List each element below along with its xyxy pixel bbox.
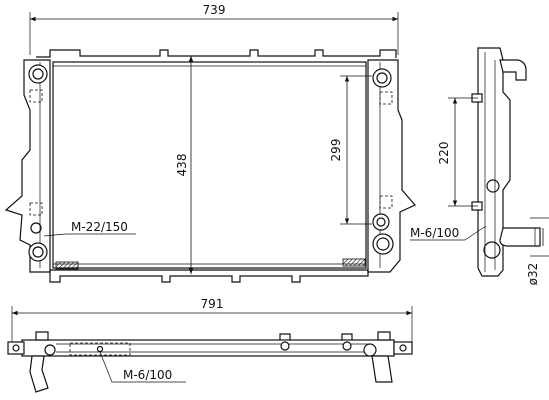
core-height-label: 299 — [329, 139, 343, 162]
right-pipe-bottom — [371, 355, 393, 383]
pipe-diameter-label: ø32 — [526, 263, 540, 286]
side-view: 220 ø32 M-6/100 — [410, 47, 549, 286]
bottom-outlet-front — [372, 233, 394, 255]
right-end-flange — [393, 341, 413, 355]
right-side-tank — [367, 59, 416, 273]
right-top-inlet — [372, 68, 392, 88]
drain-plug-front — [28, 242, 48, 262]
front-height-label: 438 — [175, 154, 189, 177]
bottom-tank-outline — [49, 269, 369, 283]
front-view: 739 438 — [4, 3, 416, 283]
left-top-inlet — [28, 64, 48, 84]
bottom-tank-body — [21, 339, 395, 357]
bottom-thread-callout: M-6/100 — [123, 368, 172, 382]
side-profile — [477, 47, 511, 277]
bottom-view: 791 M-6/100 — [7, 297, 413, 393]
side-height-label: 220 — [437, 142, 451, 165]
sensor-port — [372, 213, 390, 231]
side-outlet-pipe — [499, 227, 541, 247]
left-pipe-bottom — [29, 355, 49, 393]
left-side-tank — [4, 59, 51, 273]
top-tank-outline — [36, 49, 397, 58]
front-thread-callout: M-22/150 — [71, 220, 128, 234]
front-width-label: 739 — [203, 3, 226, 17]
side-top-pipe — [499, 59, 527, 81]
side-thread-callout: M-6/100 — [410, 226, 459, 240]
left-end-flange — [7, 341, 25, 355]
bottom-width-label: 791 — [201, 297, 224, 311]
radiator-core — [52, 61, 367, 269]
